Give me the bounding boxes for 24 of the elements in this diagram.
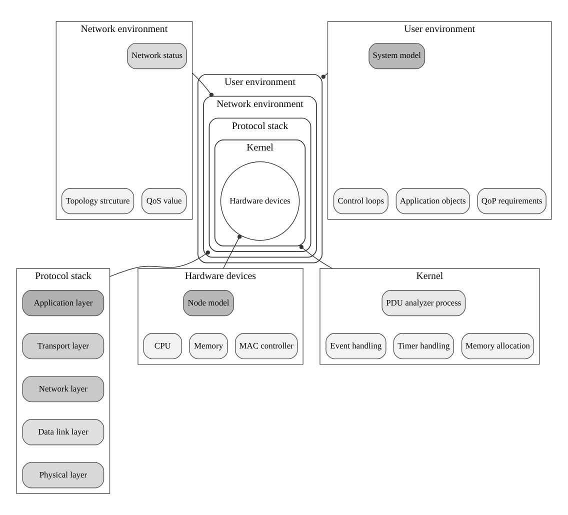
node-box: Network status xyxy=(127,42,187,70)
node-box: Network layer xyxy=(22,376,104,402)
node-box: Data link layer xyxy=(22,419,104,446)
connector xyxy=(299,244,333,269)
node-box: Node model xyxy=(183,290,234,316)
node-box: PDU analyzer process xyxy=(382,290,466,316)
node-box: Memory allocation xyxy=(461,333,534,360)
connector xyxy=(109,250,210,277)
node-box: System model xyxy=(368,42,426,70)
node-box: Transport layer xyxy=(22,333,104,360)
node-box: Physical layer xyxy=(22,462,104,488)
node-box: Event handling xyxy=(326,333,386,360)
node-box: Timer handling xyxy=(393,333,454,360)
connector xyxy=(222,234,242,269)
node-box: QoS value xyxy=(142,188,187,214)
node-box: Topology strcuture xyxy=(61,188,134,214)
node-box: Application layer xyxy=(22,290,104,316)
node-box: MAC controller xyxy=(234,333,298,360)
node-box: Application objects xyxy=(396,188,470,214)
node-box: QoP requirements xyxy=(477,188,546,214)
connector xyxy=(192,72,214,97)
node-box: Control loops xyxy=(333,188,388,214)
node-box: CPU xyxy=(143,333,182,360)
node-box: Memory xyxy=(189,333,228,360)
